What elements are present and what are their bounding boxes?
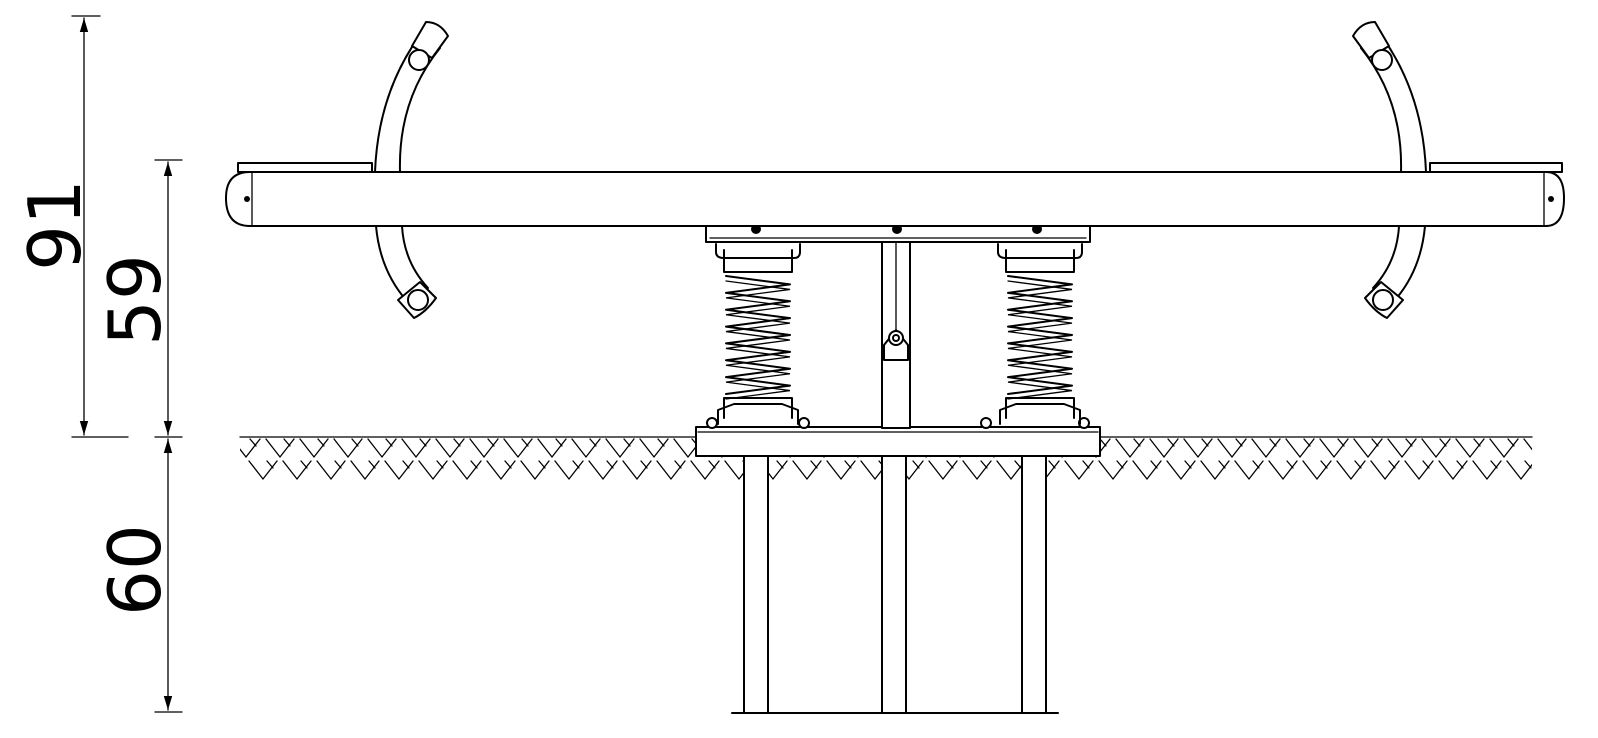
spring-right xyxy=(999,249,1081,425)
handle-right-lower xyxy=(1364,225,1426,319)
base-plate xyxy=(695,417,1101,457)
handle-left-upper xyxy=(374,21,449,173)
dimension-label-foundation-depth: 60 xyxy=(93,524,177,616)
handle-left-lower xyxy=(375,225,437,319)
dimension-label-total-height: 91 xyxy=(13,179,97,271)
foundation-posts xyxy=(731,454,1059,714)
central-column xyxy=(881,237,911,429)
dimension-label-seat-height: 59 xyxy=(93,254,177,346)
spring-top-brackets xyxy=(715,243,1083,259)
seesaw-beam xyxy=(225,171,1565,227)
spring-left xyxy=(717,249,799,425)
handle-right-upper xyxy=(1352,21,1427,173)
seat-left xyxy=(237,162,373,173)
dimension-lines xyxy=(71,15,183,713)
seat-right xyxy=(1429,162,1563,173)
